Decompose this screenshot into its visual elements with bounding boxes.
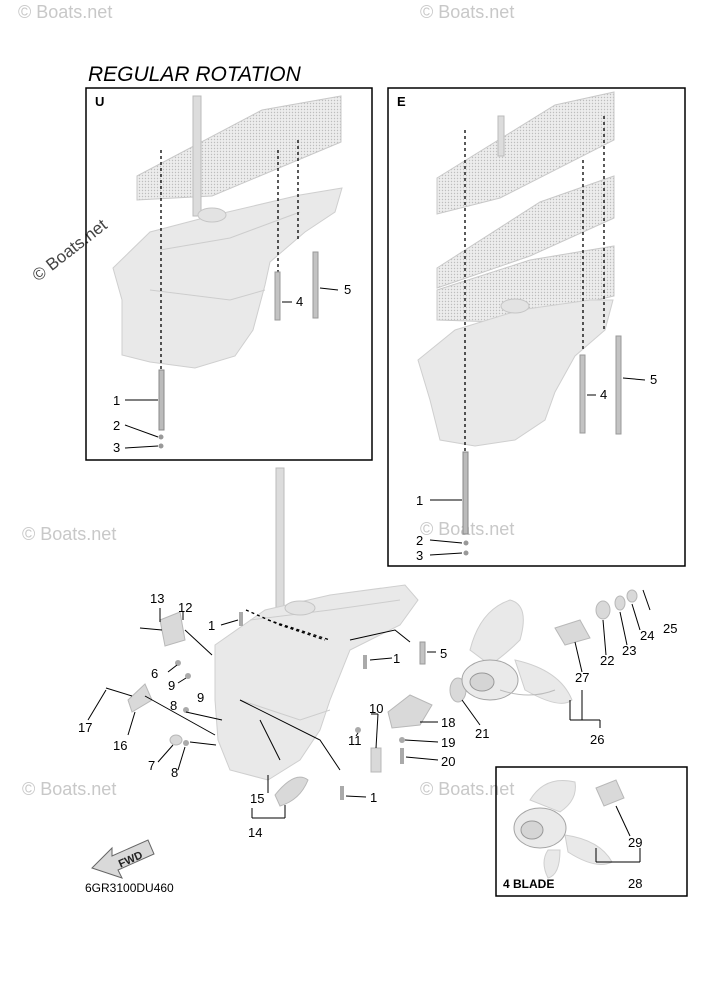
callout-13: 13 [150,591,164,606]
callout-23: 23 [622,643,636,658]
callout-29: 29 [628,835,642,850]
callout-e-2: 2 [416,533,423,548]
callout-26: 26 [590,732,604,747]
callout-e-4: 4 [600,387,607,402]
panel-u: U 1 2 3 4 5 [85,87,373,461]
callout-9b: 9 [197,690,204,705]
main-assembly: 13 12 6 9 17 16 8 9 7 8 1 [78,467,677,895]
watermark: © Boats.net [22,524,116,544]
callout-22: 22 [600,653,614,668]
callout-12: 12 [178,600,192,615]
callout-15: 15 [250,791,264,806]
callout-21: 21 [475,726,489,741]
callout-18: 18 [441,715,455,730]
callout-e-1: 1 [416,493,423,508]
callout-1c: 1 [370,790,377,805]
diagram-title: REGULAR ROTATION [88,63,302,86]
callout-10: 10 [369,701,383,716]
callout-8b: 8 [171,765,178,780]
callout-9a: 9 [168,678,175,693]
diagram-code: 6GR3100DU460 [85,881,174,895]
callout-16: 16 [113,738,127,753]
callout-1b: 1 [393,651,400,666]
callout-u-4: 4 [296,294,303,309]
inset-4-blade: 4 BLADE 29 28 [495,766,688,897]
watermark: © Boats.net [420,2,514,22]
callout-e-3: 3 [416,548,423,563]
callout-28: 28 [628,876,642,891]
callout-19: 19 [441,735,455,750]
panel-e-letter: E [397,94,406,109]
callout-7: 7 [148,758,155,773]
watermark: © Boats.net [18,2,112,22]
callout-u-5: 5 [344,282,351,297]
callout-11: 11 [348,733,362,748]
watermark: © Boats.net [22,779,116,799]
fwd-arrow-icon: FWD [91,839,155,879]
callout-8a: 8 [170,698,177,713]
callout-e-5: 5 [650,372,657,387]
callout-25: 25 [663,621,677,636]
inset-label: 4 BLADE [503,877,554,891]
panel-e: E 1 2 3 4 5 [387,87,686,567]
callout-20: 20 [441,754,455,769]
panel-u-letter: U [95,94,104,109]
callout-24: 24 [640,628,654,643]
watermark: © Boats.net [420,779,514,799]
callout-1a: 1 [208,618,215,633]
propeller [461,599,573,704]
watermark-diagonal: © Boats.net [29,215,111,285]
callout-17: 17 [78,720,92,735]
callout-u-1: 1 [113,393,120,408]
callout-5: 5 [440,646,447,661]
callout-14: 14 [248,825,262,840]
callout-6: 6 [151,666,158,681]
callout-u-2: 2 [113,418,120,433]
callout-27: 27 [575,670,589,685]
callout-u-3: 3 [113,440,120,455]
